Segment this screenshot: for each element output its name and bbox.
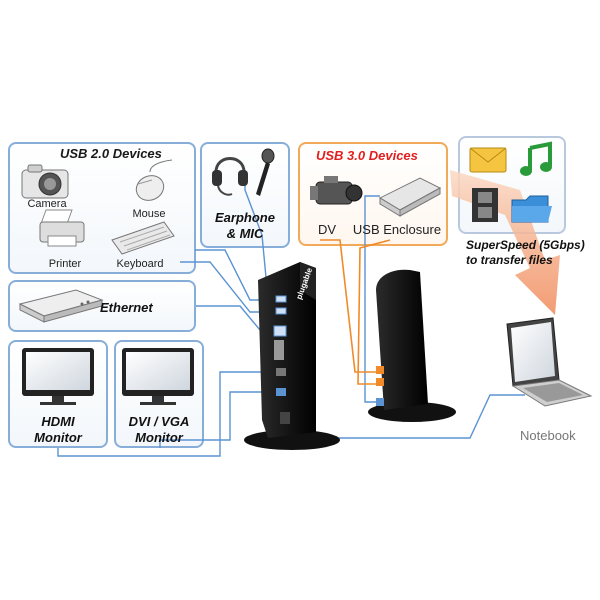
printer-label: Printer bbox=[48, 258, 82, 270]
mouse-icon bbox=[135, 159, 173, 201]
enclosure-label: USB Enclosure bbox=[352, 222, 442, 237]
hdmi-line1: HDMI bbox=[41, 414, 75, 429]
mic-label: & MIC bbox=[226, 226, 264, 241]
audio-devices-box bbox=[200, 142, 290, 248]
dvi-line1: DVI / VGA bbox=[128, 414, 190, 429]
monitor-icon bbox=[122, 348, 194, 405]
music-note-icon bbox=[520, 141, 552, 176]
usb2-devices-box bbox=[8, 142, 196, 274]
hard-drive-icon bbox=[378, 177, 442, 217]
keyboard-icon bbox=[111, 221, 175, 255]
dock-front: plugable bbox=[244, 262, 340, 450]
envelope-icon bbox=[469, 147, 507, 173]
printer-icon bbox=[39, 209, 85, 247]
mouse-label: Mouse bbox=[132, 208, 166, 220]
notebook-label: Notebook bbox=[520, 428, 576, 443]
superspeed-line2: to transfer files bbox=[466, 253, 553, 267]
dock-side bbox=[368, 269, 456, 422]
ethernet-label: Ethernet bbox=[100, 300, 153, 315]
dv-label: DV bbox=[317, 222, 337, 237]
film-icon bbox=[472, 188, 498, 222]
microphone-icon bbox=[256, 148, 275, 196]
usb3-title: USB 3.0 Devices bbox=[316, 148, 418, 163]
superspeed-line1: SuperSpeed (5Gbps) bbox=[466, 238, 585, 252]
dvi-line2: Monitor bbox=[135, 430, 183, 445]
folder-icon bbox=[511, 195, 552, 223]
laptop-icon bbox=[506, 317, 593, 407]
camcorder-icon bbox=[310, 176, 363, 205]
hdmi-line2: Monitor bbox=[34, 430, 82, 445]
headset-icon bbox=[212, 157, 248, 196]
camera-icon bbox=[21, 164, 69, 199]
router-icon bbox=[18, 289, 104, 323]
keyboard-label: Keyboard bbox=[116, 258, 164, 270]
arrow-icon bbox=[450, 170, 560, 315]
camera-label: Camera bbox=[27, 198, 67, 210]
usb3-cables bbox=[320, 239, 391, 385]
usb2-title: USB 2.0 Devices bbox=[60, 146, 162, 161]
monitor-icon bbox=[22, 348, 94, 405]
earphone-label: Earphone bbox=[215, 210, 275, 225]
